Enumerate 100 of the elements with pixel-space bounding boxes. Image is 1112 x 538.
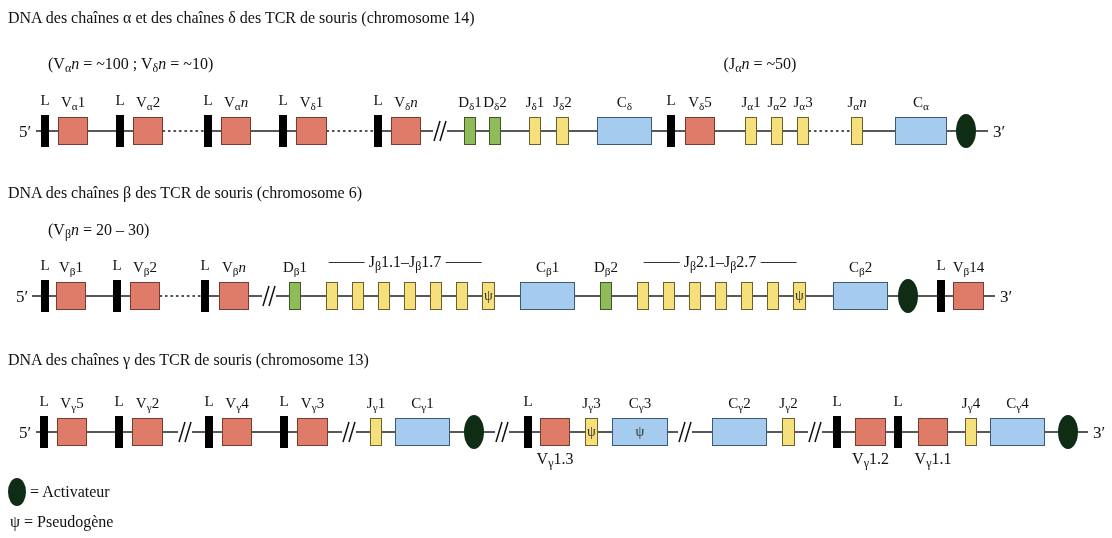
strand-line: [674, 295, 690, 297]
strand-line: [667, 431, 679, 433]
segment-label: J$_{α}$3: [793, 93, 813, 112]
d-segment-box: [289, 282, 301, 310]
v-segment-box: [953, 282, 984, 310]
segment-label: L: [279, 392, 289, 411]
j-segment-box: [715, 282, 727, 310]
j-segment-box: [689, 282, 701, 310]
strand-line: [648, 295, 664, 297]
j-segment-box: [965, 418, 977, 446]
break-mark: [262, 284, 276, 308]
strand-line: [449, 431, 465, 433]
segment-label: L: [115, 91, 125, 110]
leader-segment-bar: [937, 280, 945, 312]
strand-line: [821, 431, 834, 433]
strand-line: [35, 431, 41, 433]
v-segment-box: [297, 418, 328, 446]
strand-line: [191, 431, 206, 433]
strand-line: [85, 295, 114, 297]
segment-label: V$_{γ}$5: [60, 394, 84, 413]
segment-label: J$_{γ}$2: [779, 394, 798, 413]
strand-line: [674, 130, 686, 132]
segment-label: V$_{γ}$1.2: [852, 449, 889, 469]
strand-line: [946, 130, 957, 132]
strand-line: [752, 295, 768, 297]
strand-line: [805, 295, 834, 297]
strand-line: [327, 431, 343, 433]
strand-line: [651, 130, 668, 132]
segment-label: L: [373, 91, 383, 110]
strand-line: [286, 130, 297, 132]
strand-line: [983, 295, 996, 297]
strand-line: [726, 295, 742, 297]
strand-line: [120, 295, 131, 297]
segment-label: D$_{β}$2: [593, 258, 619, 277]
j-segment-box: [797, 117, 809, 145]
strand-line: [87, 130, 117, 132]
segment-label: L: [200, 256, 210, 275]
strand-line: [123, 130, 134, 132]
strand-line: [250, 130, 280, 132]
section-heading: DNA des chaînes α et des chaînes δ des TCR de souris (chromosome 14): [8, 8, 475, 28]
section-heading: DNA des chaînes γ des TCR de souris (chromosome 13): [8, 350, 369, 370]
j-segment-box: [378, 282, 390, 310]
segment-label: C$_{γ}$3: [628, 394, 652, 413]
pseudogene-symbol: ψ: [795, 289, 804, 303]
strand-line: [569, 431, 586, 433]
segment-label: V$_{β}$14: [952, 258, 985, 277]
j-segment-box: [585, 418, 598, 446]
j-segment-box: [430, 282, 442, 310]
strand-line: [976, 431, 991, 433]
segment-label: D$_{β}$1: [282, 258, 308, 277]
v-segment-box: [56, 282, 86, 310]
c-segment-box: [833, 282, 888, 310]
segment-label: J$_{α}$n: [847, 93, 867, 112]
segment-label: J$_{γ}$4: [961, 394, 981, 413]
strand-line: [574, 295, 601, 297]
strand-line: [568, 130, 598, 132]
strand-line: [1077, 431, 1089, 433]
strand-line: [500, 130, 530, 132]
strand-line: [355, 431, 371, 433]
strand-line: [275, 295, 290, 297]
v-segment-box: [540, 418, 570, 446]
strand-line: [122, 431, 133, 433]
v-segment-box: [918, 418, 948, 446]
j-segment-box: [745, 117, 757, 145]
dotted-strand-line: [326, 130, 375, 132]
segment-label: L: [666, 91, 676, 110]
strand-line: [475, 130, 490, 132]
annotation: (V$_{α}$n = ~100 ; V$_{δ}$n = ~10): [48, 54, 214, 74]
strand-end-label: 5′: [15, 287, 29, 305]
j-segment-box: [352, 282, 364, 310]
strand-line: [415, 295, 431, 297]
strand-line: [381, 130, 392, 132]
strand-line: [211, 130, 222, 132]
leader-segment-bar: [41, 115, 49, 147]
strand-end-label: 3′: [1092, 423, 1106, 441]
strand-line: [1044, 431, 1059, 433]
j-segment-box: [663, 282, 675, 310]
strand-line: [446, 130, 465, 132]
v-segment-box: [296, 117, 327, 145]
segment-label: V$_{δ}$n: [394, 93, 418, 112]
segment-label: C$_{γ}$1: [411, 394, 434, 413]
j-segment-box: [637, 282, 649, 310]
break-mark: [342, 420, 356, 444]
strand-line: [162, 431, 179, 433]
leader-segment-bar: [833, 416, 841, 448]
dotted-strand-line: [808, 130, 852, 132]
v-segment-box: [222, 418, 252, 446]
strand-line: [794, 431, 809, 433]
strand-line: [947, 431, 966, 433]
break-mark: [678, 420, 692, 444]
d-segment-box: [489, 117, 501, 145]
segment-label: D$_{δ}$2: [483, 93, 507, 112]
segment-label: V$_{γ}$1.3: [536, 449, 574, 469]
leader-segment-bar: [115, 416, 123, 448]
dotted-strand-line: [162, 130, 205, 132]
leader-segment-bar: [113, 280, 121, 312]
j-segment-box: [767, 282, 779, 310]
c-segment-box: [395, 418, 450, 446]
j-segment-box: [326, 282, 338, 310]
segment-label: V$_{α}$1: [60, 93, 86, 112]
